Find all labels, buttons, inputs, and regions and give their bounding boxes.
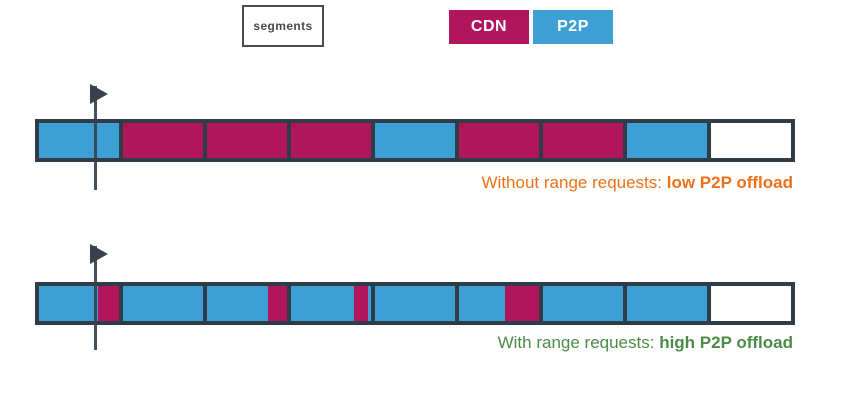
segment-run-cdn: [354, 286, 368, 321]
caption-prefix: With range requests:: [497, 333, 660, 352]
segment: [459, 123, 539, 158]
timeline-caption: With range requests: high P2P offload: [498, 333, 793, 353]
segment-run-p2p: [627, 286, 707, 321]
playhead-line: [94, 86, 97, 190]
segment-run-cdn: [123, 123, 203, 158]
segment-run-cdn: [267, 286, 287, 321]
caption-highlight: high P2P offload: [659, 333, 793, 352]
segment-run-empty: [711, 123, 791, 158]
segment: [207, 123, 287, 158]
segment-run-cdn: [207, 123, 287, 158]
segment-run-p2p: [39, 123, 119, 158]
segment: [123, 123, 203, 158]
segment-run-p2p: [459, 286, 506, 321]
segment: [459, 286, 539, 321]
segment-run-cdn: [505, 286, 539, 321]
legend-chip-p2p: P2P: [533, 10, 613, 44]
legend: CDN P2P: [449, 10, 613, 44]
timeline-caption: Without range requests: low P2P offload: [482, 173, 793, 193]
segment-run-p2p: [543, 286, 623, 321]
segment-bar: [35, 119, 795, 162]
segment-run-cdn: [98, 286, 119, 321]
segment: [39, 286, 119, 321]
segment-run-p2p: [291, 286, 355, 321]
segment-run-empty: [711, 286, 791, 321]
segment: [375, 286, 455, 321]
segment-run-cdn: [543, 123, 623, 158]
segments-label-box: segments: [242, 5, 324, 47]
segment-run-cdn: [459, 123, 539, 158]
playhead-flag-icon: [90, 244, 108, 264]
segment-bar: [35, 282, 795, 325]
segment-run-p2p: [627, 123, 707, 158]
segment: [291, 123, 371, 158]
segment: [711, 123, 791, 158]
segment-run-p2p: [123, 286, 203, 321]
segment-run-p2p: [367, 286, 371, 321]
legend-chip-cdn: CDN: [449, 10, 529, 44]
segment: [627, 123, 707, 158]
segment: [291, 286, 371, 321]
segment: [39, 123, 119, 158]
segment-run-p2p: [39, 286, 99, 321]
caption-highlight: low P2P offload: [666, 173, 793, 192]
segment: [123, 286, 203, 321]
segment-run-p2p: [207, 286, 268, 321]
segment: [543, 123, 623, 158]
playhead-line: [94, 246, 97, 350]
segment-run-cdn: [291, 123, 371, 158]
segment: [627, 286, 707, 321]
segment-run-p2p: [375, 286, 455, 321]
segment: [207, 286, 287, 321]
segment: [375, 123, 455, 158]
segment-run-p2p: [375, 123, 455, 158]
segment: [711, 286, 791, 321]
segment: [543, 286, 623, 321]
playhead-flag-icon: [90, 84, 108, 104]
caption-prefix: Without range requests:: [481, 173, 667, 192]
